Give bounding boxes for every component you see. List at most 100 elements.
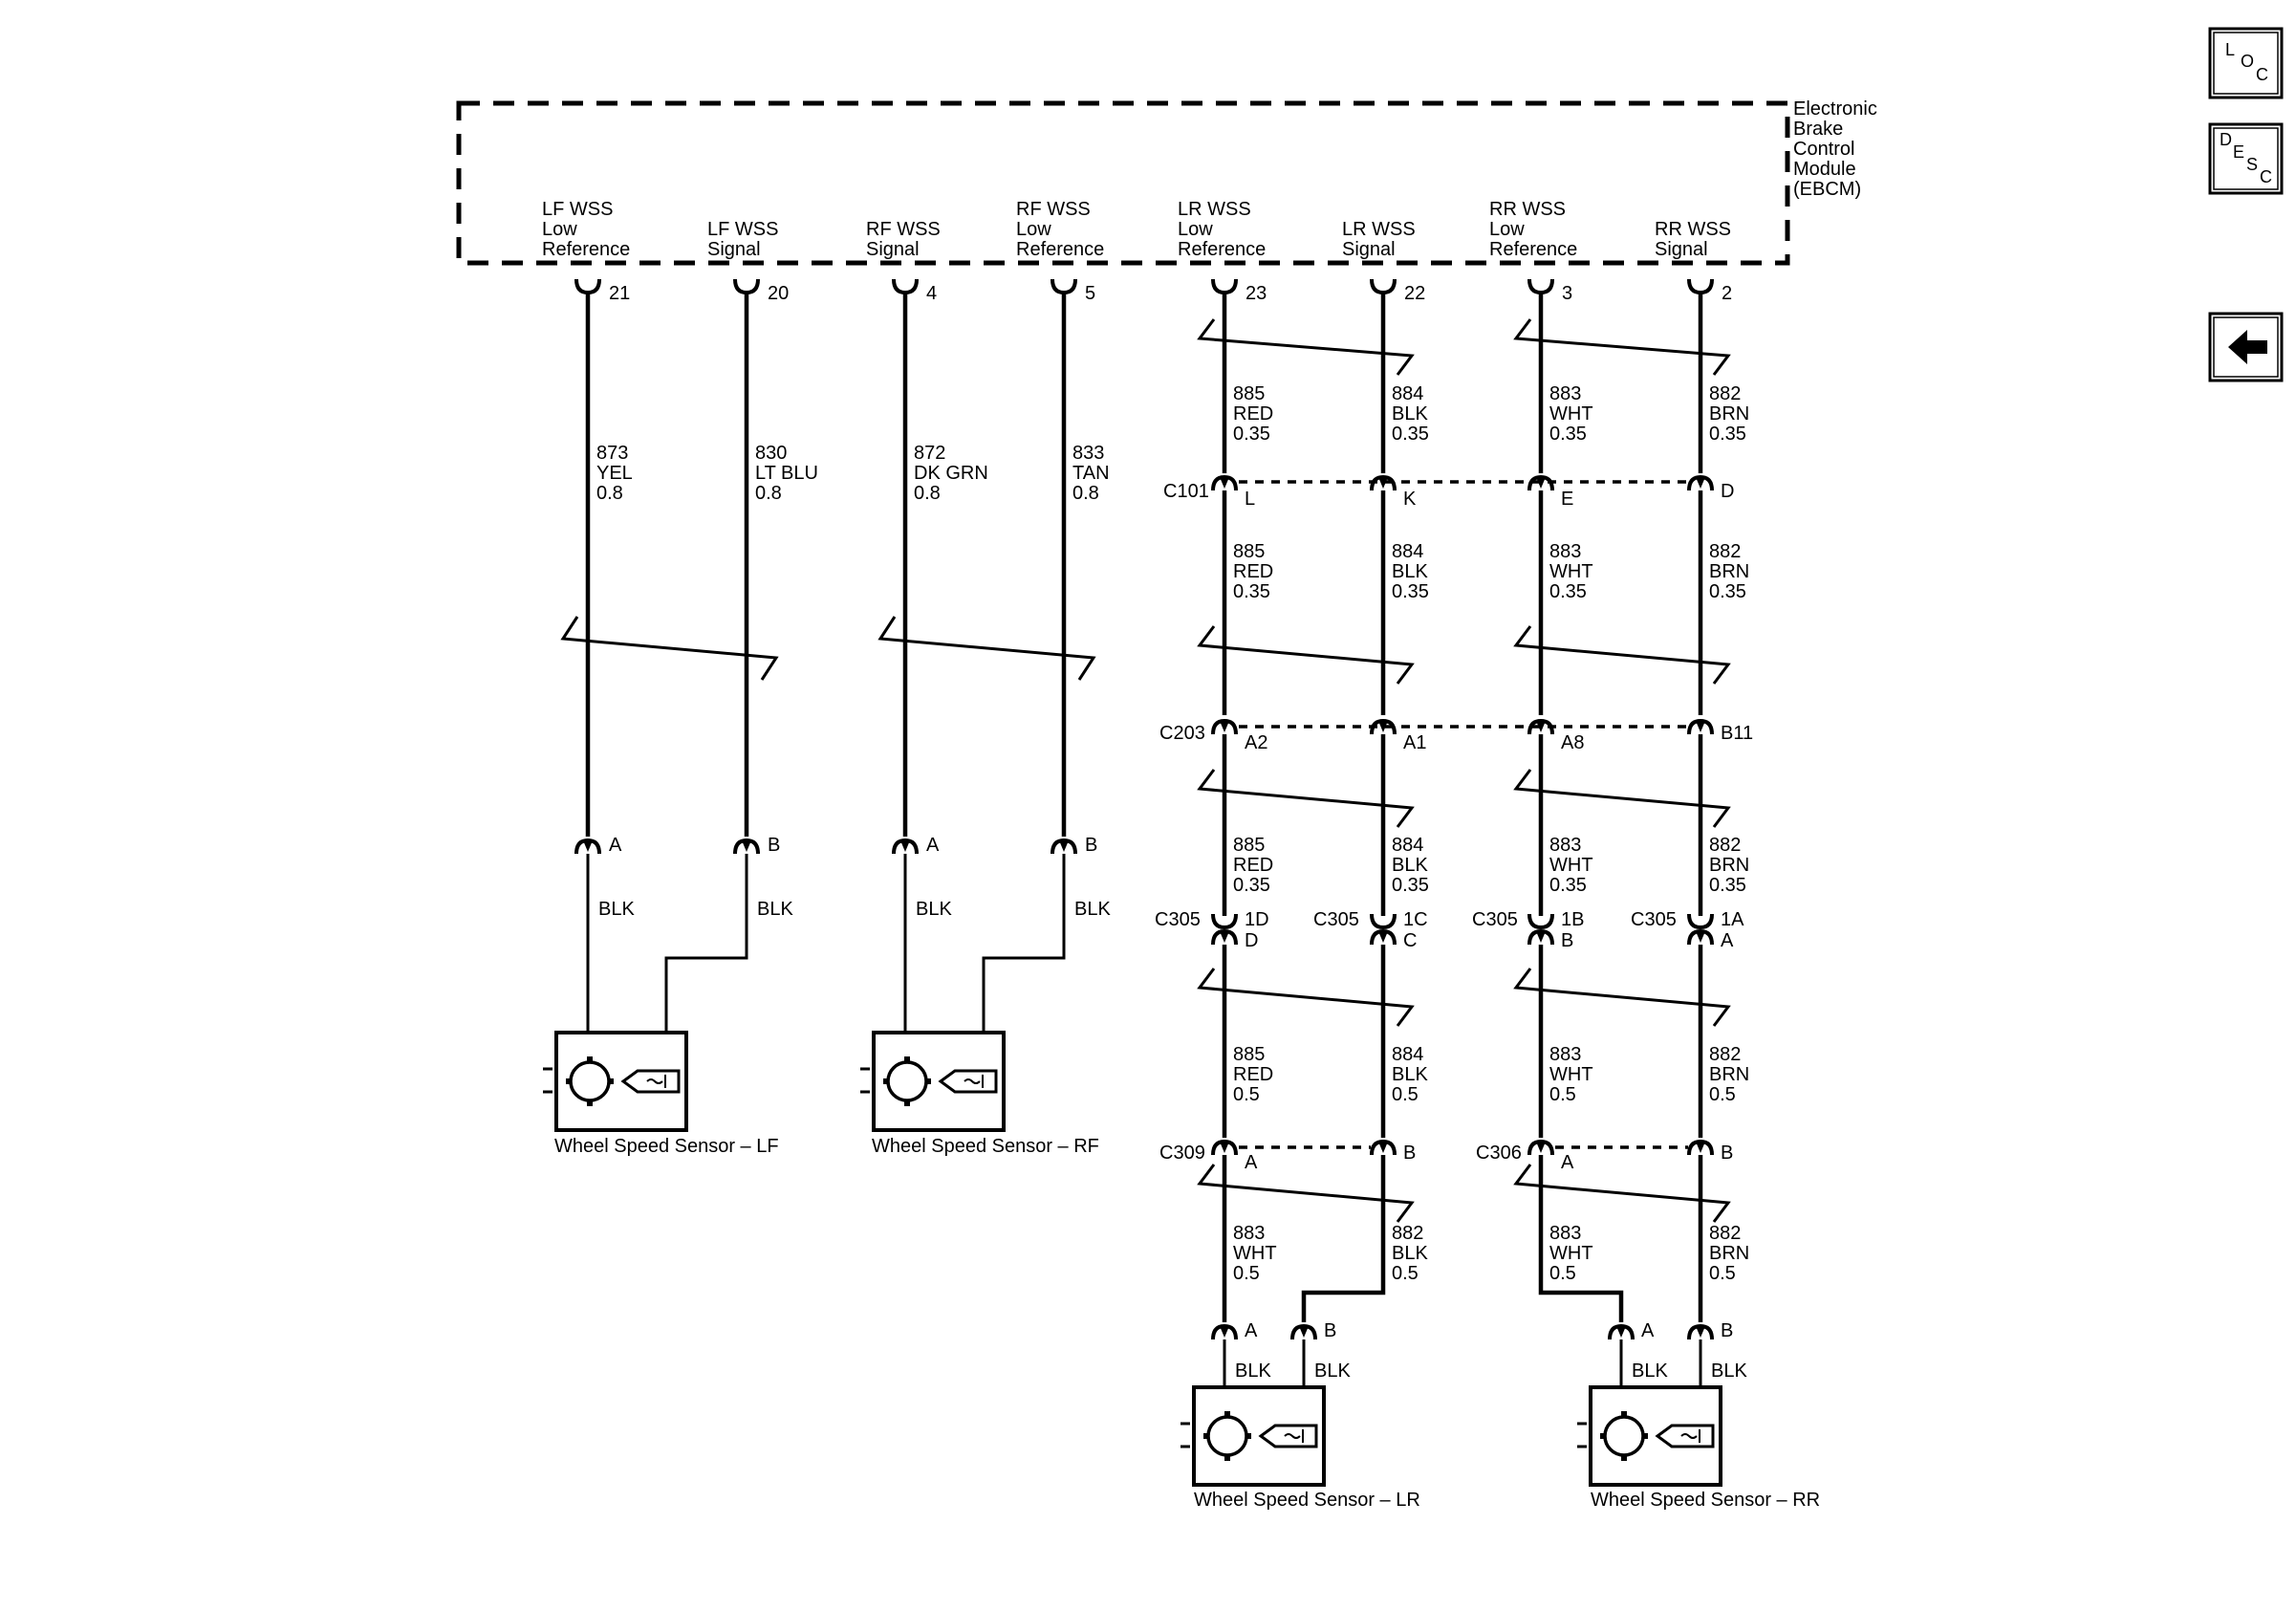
circuit-color: BRN	[1709, 1064, 1749, 1085]
circuit-gauge: 0.5	[1709, 1263, 1736, 1284]
ebcm-pin-3: 3	[1527, 277, 1572, 304]
circuit-gauge: 0.8	[596, 483, 623, 504]
wheel-speed-sensor-lf: Wheel Speed Sensor – LF	[541, 1031, 779, 1157]
pin-label-line: Signal	[1655, 239, 1708, 260]
pin-letter: B	[1403, 1143, 1416, 1164]
pin-label-line: RF WSS	[1016, 199, 1091, 220]
back-button[interactable]	[2208, 312, 2284, 382]
sensor-label: Wheel Speed Sensor – RF	[872, 1136, 1099, 1157]
circuit-color: BLK	[1392, 561, 1428, 582]
ebcm-module-outline	[456, 100, 1790, 266]
circuit-color: WHT	[1549, 403, 1593, 425]
circuit-gauge: 0.5	[1233, 1084, 1260, 1105]
connector-name: C305	[1631, 909, 1677, 930]
ebcm-pin-label-lf-low-ref: LF WSS Low Reference	[542, 199, 630, 260]
circuit-number: 884	[1392, 383, 1423, 404]
circuit-gauge: 0.35	[1709, 875, 1746, 896]
circuit-number: 884	[1392, 835, 1423, 856]
circuit-color: WHT	[1549, 1064, 1593, 1085]
pin-label-line: LF WSS	[542, 199, 613, 220]
wheel-speed-sensor-rf: Wheel Speed Sensor – RF	[858, 1031, 1099, 1157]
wheel-speed-sensor-rr: Wheel Speed Sensor – RR	[1575, 1385, 1820, 1511]
pin-letter: A	[1245, 1320, 1258, 1341]
twisted-pair-lf	[560, 616, 779, 681]
circuit-color: BLK	[1392, 403, 1428, 425]
pin-label-line: Reference	[1016, 239, 1104, 260]
circuit-label-884-1: 884 BLK 0.35	[1392, 383, 1429, 445]
pin-letter: B	[1721, 1143, 1733, 1164]
desc-button[interactable]: D E S C	[2208, 122, 2284, 195]
circuit-number: 833	[1072, 443, 1104, 464]
circuit-label-884-3: 884 BLK 0.35	[1392, 835, 1429, 896]
circuit-color: BLK	[1392, 1064, 1428, 1085]
circuit-color: BRN	[1709, 403, 1749, 425]
loc-letter: C	[2256, 65, 2268, 84]
connector-name: C305	[1155, 909, 1201, 930]
twisted-pair-lr-1	[1197, 318, 1415, 376]
connector-c305-d: C305 1D D	[1155, 909, 1269, 951]
pin-letter: D	[1721, 481, 1734, 502]
circuit-label-883-1: 883 WHT 0.35	[1549, 383, 1593, 445]
pin-letter: B	[1721, 1320, 1733, 1341]
circuit-number: 883	[1549, 835, 1581, 856]
circuit-color: TAN	[1072, 463, 1110, 484]
pin-letter: B11	[1721, 723, 1753, 744]
circuit-gauge: 0.35	[1392, 875, 1429, 896]
pin-label-line: LR WSS	[1342, 219, 1416, 240]
circuit-gauge: 0.35	[1233, 875, 1270, 896]
circuit-label-883-2: 883 WHT 0.35	[1549, 541, 1593, 602]
pin-letter: A	[1721, 930, 1734, 951]
sensor-label: Wheel Speed Sensor – LR	[1194, 1490, 1420, 1511]
twisted-pair-lr-4	[1197, 968, 1415, 1027]
circuit-label-883-4: 883 WHT 0.5	[1549, 1044, 1593, 1105]
circuit-label-883-3: 883 WHT 0.35	[1549, 835, 1593, 896]
pin-number: 21	[609, 283, 630, 304]
ebcm-pin-label-rf-low-ref: RF WSS Low Reference	[1016, 199, 1104, 260]
circuit-label-883-5a: 883 WHT 0.5	[1233, 1223, 1277, 1284]
circuit-number: 883	[1549, 541, 1581, 562]
circuit-gauge: 0.35	[1392, 424, 1429, 445]
circuit-gauge: 0.5	[1709, 1084, 1736, 1105]
circuit-label-882-5b: 882 BRN 0.5	[1709, 1223, 1749, 1284]
circuit-color: WHT	[1233, 1243, 1277, 1264]
pin-label-line: Low	[1489, 219, 1525, 240]
desc-letter: E	[2233, 142, 2244, 162]
connector-name: C305	[1313, 909, 1359, 930]
pigtail-color: BLK	[757, 899, 793, 920]
twisted-pair-lr-5	[1197, 1164, 1415, 1223]
pin-letter: A2	[1245, 732, 1267, 753]
rr-sensor-connector-b: B BLK	[1687, 1320, 1747, 1382]
pin-letter: E	[1561, 489, 1573, 510]
circuit-number: 882	[1392, 1223, 1423, 1244]
circuit-gauge: 0.35	[1549, 424, 1587, 445]
circuit-color: BRN	[1709, 1243, 1749, 1264]
connector-c306: C306 A B	[1476, 1140, 1733, 1173]
pin-letter: B	[1085, 835, 1097, 856]
pigtail-color: BLK	[916, 899, 952, 920]
ebcm-pin-23: 23	[1211, 277, 1267, 304]
pigtail-rf-b	[982, 854, 1066, 1080]
pin-label-line: Low	[1178, 219, 1213, 240]
connector-c101: C101 L K E D	[1163, 475, 1734, 510]
circuit-number: 885	[1233, 1044, 1265, 1065]
pin-number: 2	[1722, 283, 1732, 304]
circuit-gauge: 0.8	[755, 483, 782, 504]
circuit-number: 882	[1709, 541, 1741, 562]
circuit-gauge: 0.35	[1709, 581, 1746, 602]
lr-sensor-connector-b: B BLK	[1290, 1320, 1351, 1382]
loc-button[interactable]: L O C	[2208, 27, 2284, 99]
twisted-pair-lr-3	[1197, 769, 1415, 828]
circuit-label-885-2: 885 RED 0.35	[1233, 541, 1273, 602]
pin-letter: A	[1245, 1152, 1258, 1173]
circuit-label-873: 873 YEL 0.8	[596, 443, 633, 504]
connector-name: C305	[1472, 909, 1518, 930]
pin-letter: A	[609, 835, 622, 856]
pin-label-line: Signal	[707, 239, 761, 260]
pigtail-color: BLK	[1235, 1361, 1271, 1382]
circuit-label-884-4: 884 BLK 0.5	[1392, 1044, 1428, 1105]
ebcm-pin-4: 4	[892, 277, 937, 304]
pin-letter: A	[926, 835, 940, 856]
pin-label-line: RF WSS	[866, 219, 941, 240]
front-wiring: 873 YEL 0.8 830 LT BLU 0.8 872 DK GRN 0.…	[560, 293, 1111, 1080]
connector-name: C101	[1163, 481, 1209, 502]
